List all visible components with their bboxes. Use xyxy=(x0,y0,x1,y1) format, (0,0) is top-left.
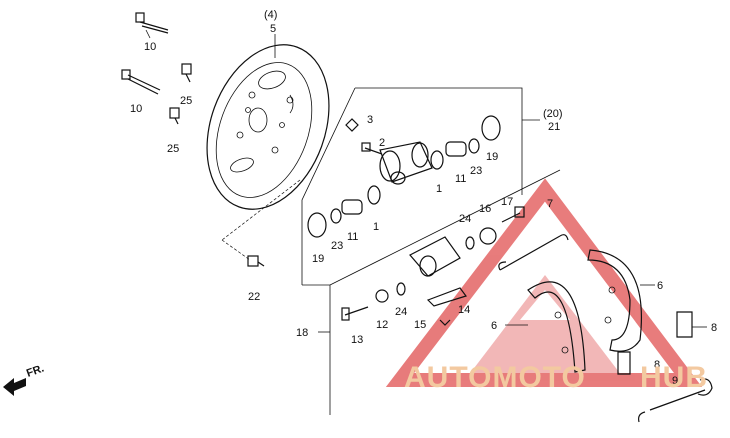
label-1-top: 1 xyxy=(436,183,442,195)
lower-parts xyxy=(341,282,467,326)
label-4: (4) xyxy=(264,9,277,21)
wheel-cylinder-frame xyxy=(301,87,540,286)
cylinder-parts-right xyxy=(430,115,501,170)
bolt-22 xyxy=(221,239,265,267)
label-11-left: 11 xyxy=(347,231,358,243)
watermark-text-right: HUB xyxy=(640,361,708,394)
label-20: (20) xyxy=(543,108,563,120)
label-23-left: 23 xyxy=(331,240,343,252)
label-24-top: 24 xyxy=(459,213,471,225)
watermark-text: AUTOMOTO HUB xyxy=(404,361,708,394)
bleeder-valve-2 xyxy=(361,142,383,155)
label-3: 3 xyxy=(367,114,373,126)
label-1-left: 1 xyxy=(373,221,379,233)
label-10-top: 10 xyxy=(144,41,156,53)
cap-3 xyxy=(345,118,359,132)
brake-shoe-right xyxy=(587,249,642,352)
label-12: 12 xyxy=(376,319,388,331)
bolt-10-bottom xyxy=(121,69,161,95)
label-8-bottom: 8 xyxy=(654,359,660,371)
direction-arrow xyxy=(3,378,26,396)
dash-leader xyxy=(221,179,301,241)
nut-25-bottom xyxy=(169,107,180,125)
label-18: 18 xyxy=(296,327,308,339)
watermark-text-left: AUTOMOTO xyxy=(404,361,586,394)
label-16: 16 xyxy=(479,203,491,215)
label-6-right: 6 xyxy=(657,280,663,292)
label-2: 2 xyxy=(379,137,385,149)
label-7: 7 xyxy=(547,198,553,210)
spring-9 xyxy=(638,378,713,423)
brake-shoe-left xyxy=(527,281,586,373)
label-25-top: 25 xyxy=(180,95,192,107)
label-13: 13 xyxy=(351,334,363,346)
nut-25-top xyxy=(181,63,192,83)
label-10-bottom: 10 xyxy=(130,103,142,115)
label-15: 15 xyxy=(414,319,426,331)
label-19-top: 19 xyxy=(486,151,498,163)
label-22: 22 xyxy=(248,291,260,303)
label-23-top: 23 xyxy=(470,165,482,177)
label-6-left: 6 xyxy=(491,320,497,332)
leader-lines xyxy=(145,29,707,328)
shoe-assembly-frame xyxy=(318,169,561,415)
wheel-cylinder-1 xyxy=(379,141,433,185)
watermark-logo xyxy=(385,178,703,387)
label-21: 21 xyxy=(548,121,560,133)
direction-label: FR. xyxy=(25,362,46,379)
label-9: 9 xyxy=(672,375,678,387)
part-labels: (4) 5 10 10 25 25 3 2 (20) 21 1 11 23 19… xyxy=(25,9,717,387)
label-24-bottom: 24 xyxy=(395,306,407,318)
label-5: 5 xyxy=(270,23,276,35)
adjuster-assembly xyxy=(409,206,525,277)
label-8-top: 8 xyxy=(711,322,717,334)
label-19-left: 19 xyxy=(312,253,324,265)
clip-8-bottom xyxy=(617,351,631,375)
label-14: 14 xyxy=(458,304,470,316)
cylinder-parts-left xyxy=(307,185,381,238)
label-11-top: 11 xyxy=(455,173,466,185)
label-17: 17 xyxy=(501,196,513,208)
backing-plate xyxy=(206,44,330,210)
clip-8-top xyxy=(676,311,693,338)
bolt-10-top xyxy=(135,12,169,34)
label-25-bottom: 25 xyxy=(167,143,179,155)
spring-7 xyxy=(498,234,569,271)
